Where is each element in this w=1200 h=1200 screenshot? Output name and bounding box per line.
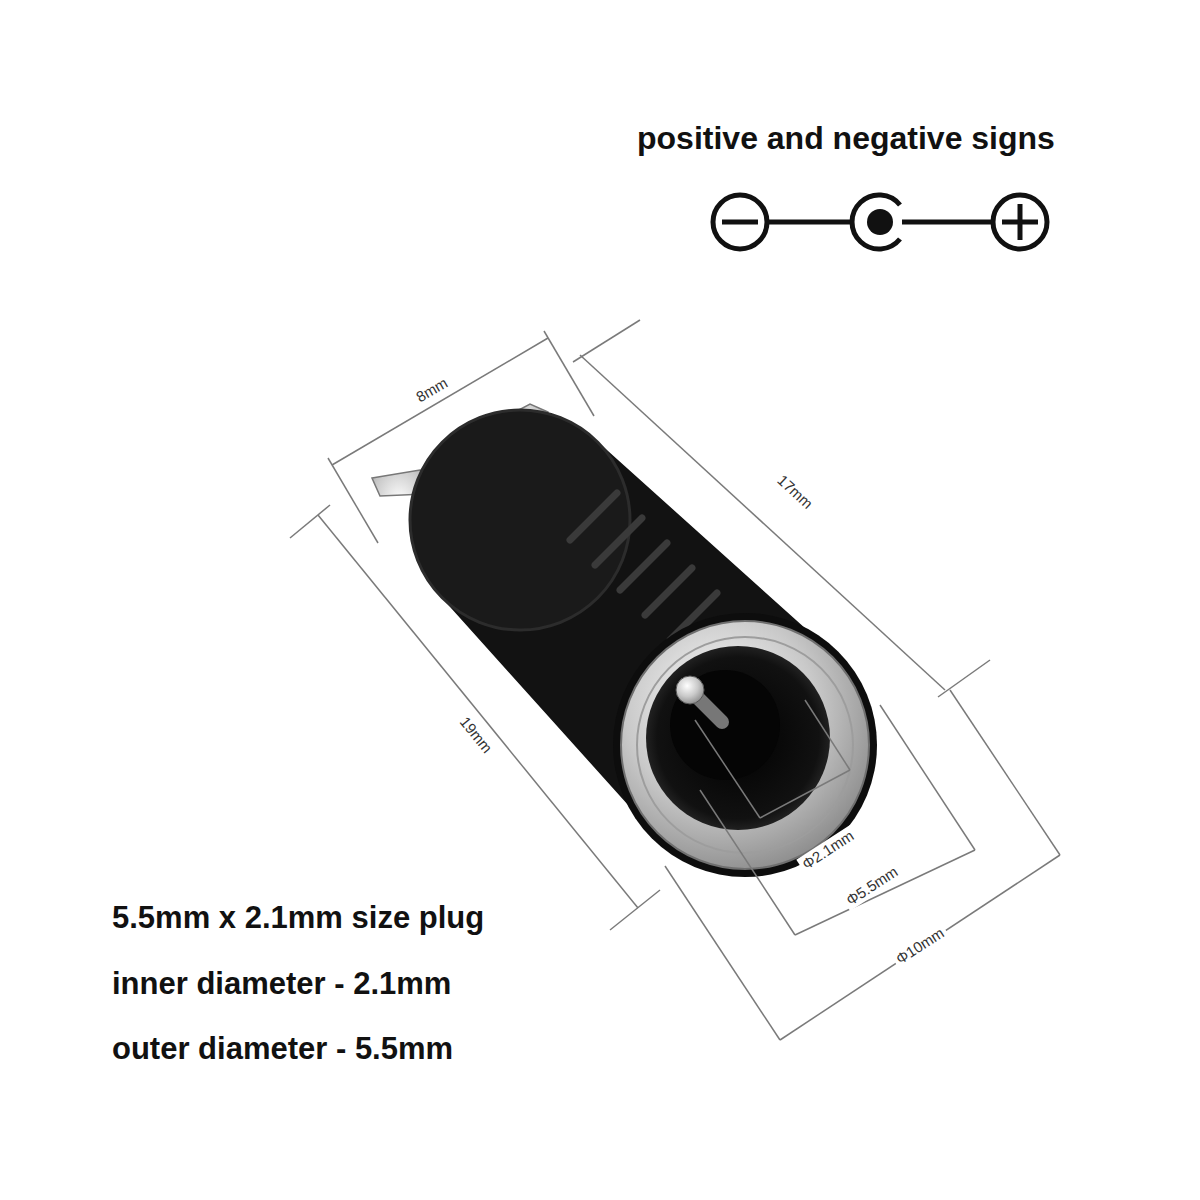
jack-body bbox=[410, 410, 877, 877]
spec-note: outer diameter - 5.5mm bbox=[112, 1031, 453, 1067]
dimension-label: 17mm bbox=[771, 469, 818, 515]
spec-note: 5.5mm x 2.1mm size plug bbox=[112, 900, 484, 936]
heading: positive and negative signs bbox=[637, 120, 1055, 157]
spec-note: inner diameter - 2.1mm bbox=[112, 966, 451, 1002]
dimension-label: 8mm bbox=[410, 372, 453, 407]
polarity-symbol bbox=[713, 195, 1047, 249]
dimension-label: Φ5.5mm bbox=[840, 861, 903, 911]
dimension-label: 19mm bbox=[454, 711, 498, 759]
socket-face bbox=[621, 621, 869, 869]
dimension-label: Φ10mm bbox=[890, 922, 950, 970]
